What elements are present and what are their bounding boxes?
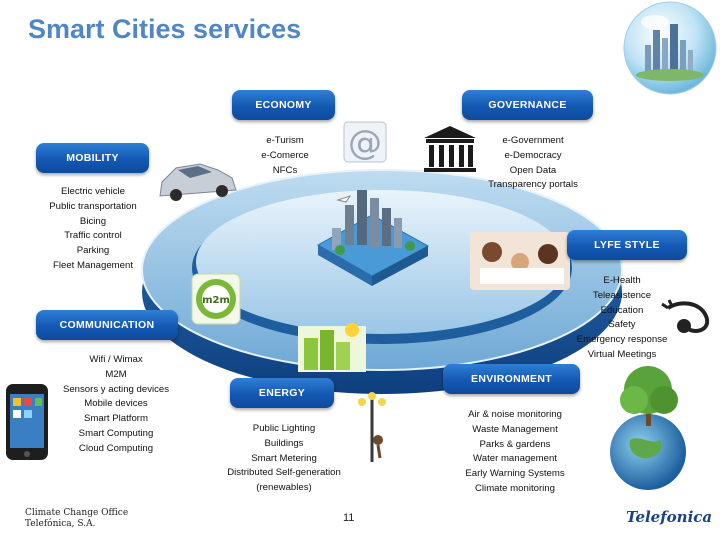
governance-pill: GOVERNANCE (462, 90, 593, 120)
list-item: Early Warning Systems (465, 468, 565, 480)
list-item: Transparency portals (488, 179, 578, 191)
car-icon (159, 163, 237, 201)
eco-buildings-icon (298, 323, 366, 372)
list-item: Open Data (509, 164, 557, 176)
communication-list: Wifi / Wimax M2M Sensors y acting device… (56, 353, 176, 457)
m2m-logo-icon (191, 273, 241, 325)
list-item: E-Health (603, 275, 641, 286)
at-sign-icon: @ (343, 121, 387, 163)
brand-logo: Telefonica (626, 508, 713, 526)
economy-list: e-Turism e-Comerce NFCs (240, 134, 330, 178)
list-item: Water management (473, 453, 557, 465)
list-item: Smart Metering (251, 452, 317, 464)
list-item: Bicing (79, 215, 107, 227)
list-item: Sensors y acting devices (62, 383, 170, 395)
list-item: Teleasistence (592, 289, 652, 301)
list-item: e-Government (502, 135, 564, 146)
list-item: Mobile devices (84, 398, 148, 410)
list-item: Emergency response (576, 334, 668, 346)
environment-list: Air & noise monitoring Waste Management … (448, 408, 582, 497)
list-item: Fleet Management (53, 259, 133, 271)
list-item: Air & noise monitoring (468, 409, 562, 420)
list-item: Cloud Computing (78, 442, 154, 454)
list-item: Smart Platform (84, 413, 148, 425)
list-item: M2M (105, 368, 127, 380)
mobile-phone-icon (6, 384, 48, 460)
list-item: e-Turism (266, 135, 304, 146)
page-number: 11 (343, 512, 355, 524)
list-item: NFCs (272, 164, 298, 176)
list-item: Education (600, 304, 644, 316)
environment-pill: ENVIRONMENT (443, 364, 580, 394)
communication-pill: COMMUNICATION (36, 310, 178, 340)
page-title: Smart Cities services (28, 14, 302, 44)
list-item: Distributed Self-generation (227, 467, 341, 479)
list-item: Public Lighting (252, 423, 316, 434)
family-photo-icon (470, 232, 570, 290)
mobility-list: Electric vehicle Public transportation B… (40, 185, 146, 274)
footer-credit: Climate Change Office Telefónica, S.A. (25, 508, 128, 530)
street-lamp-icon (358, 392, 386, 462)
list-item: Safety (608, 319, 636, 331)
list-item: Traffic control (64, 230, 122, 242)
m2m-logo-label: m2m (202, 295, 230, 306)
list-item: Smart Computing (78, 427, 154, 439)
footer-line-2: Telefónica, S.A. (25, 519, 96, 529)
footer-line-1: Climate Change Office (25, 508, 129, 518)
list-item: Virtual Meetings (587, 348, 657, 360)
city-tile-icon (316, 190, 430, 286)
city-bubble-icon (623, 1, 717, 95)
list-item: Buildings (264, 437, 304, 449)
svg-text:@: @ (348, 123, 382, 163)
list-item: (renewables) (256, 482, 312, 494)
globe-tree-icon (610, 366, 686, 490)
government-building-icon (424, 126, 476, 172)
stethoscope-icon (661, 299, 710, 333)
list-item: Waste Management (472, 423, 558, 435)
list-item: Electric vehicle (61, 186, 125, 197)
lyfestyle-list: E-Health Teleasistence Education Safety … (570, 274, 674, 363)
energy-pill: ENERGY (230, 378, 334, 408)
list-item: Public transportation (49, 200, 137, 212)
list-item: Climate monitoring (475, 482, 555, 494)
lyfestyle-pill: LYFE STYLE (567, 230, 687, 260)
energy-list: Public Lighting Buildings Smart Metering… (212, 422, 356, 496)
list-item: e-Democracy (504, 149, 562, 161)
mobility-pill: MOBILITY (36, 143, 149, 173)
list-item: Parks & gardens (479, 438, 551, 450)
list-item: e-Comerce (261, 149, 309, 161)
list-item: Wifi / Wimax (89, 354, 143, 365)
governance-list: e-Government e-Democracy Open Data Trans… (470, 134, 596, 193)
list-item: Parking (76, 245, 110, 257)
economy-pill: ECONOMY (232, 90, 335, 120)
